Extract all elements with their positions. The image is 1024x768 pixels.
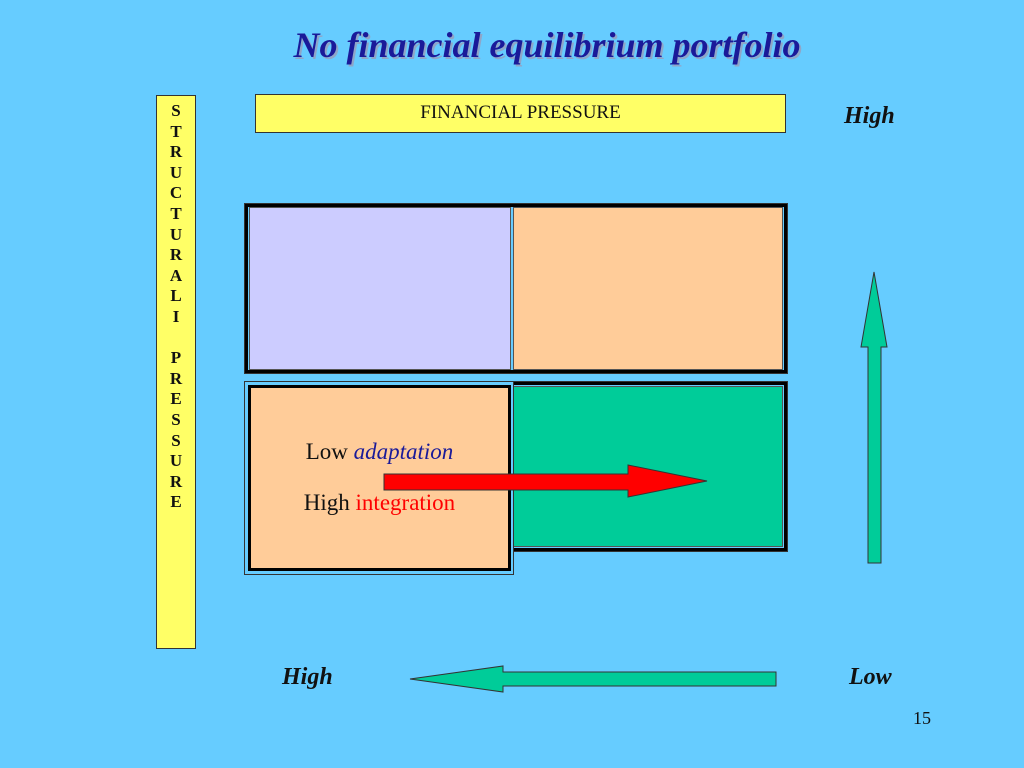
horizontal-left-arrow-icon <box>409 665 777 693</box>
structural-pressure-label: S T R U C T U R A L I P R E S S U R E <box>156 95 196 649</box>
quadrant-top-right <box>513 207 783 370</box>
quadrant-top-left <box>249 207 511 370</box>
horizontal-high-label: High <box>282 664 333 690</box>
quadrant-bottom-right <box>511 386 783 547</box>
adaptation-text: Low adaptation <box>248 439 511 465</box>
page-number: 15 <box>913 708 931 728</box>
vertical-high-label: High <box>844 103 895 129</box>
slide-title: No financial equilibrium portfolio <box>293 25 801 65</box>
integration-prefix: High <box>303 490 356 515</box>
adaptation-word: adaptation <box>353 439 454 464</box>
financial-pressure-label: FINANCIAL PRESSURE <box>255 94 786 133</box>
integration-word: integration <box>355 490 456 515</box>
adaptation-prefix: Low <box>305 439 354 464</box>
integration-text: High integration <box>248 490 511 516</box>
vertical-up-arrow-icon <box>860 271 888 564</box>
horizontal-low-label: Low <box>849 664 892 690</box>
move-right-arrow-icon <box>383 464 708 498</box>
